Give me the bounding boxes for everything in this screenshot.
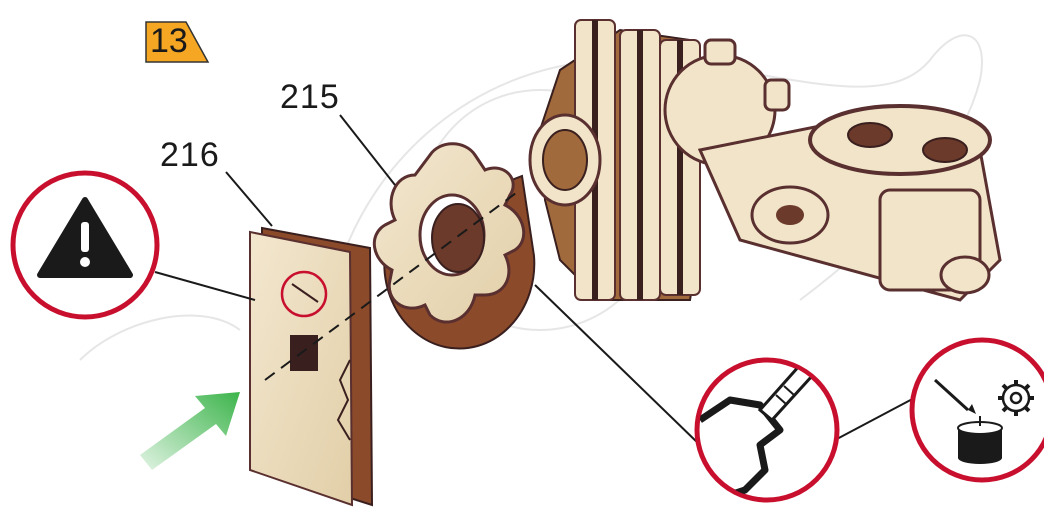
- step-number: 13: [150, 20, 190, 62]
- part-label-216: 216: [160, 136, 220, 175]
- insert-direction-arrow: [140, 392, 240, 470]
- lubricate-callout: [912, 340, 1044, 480]
- candle-wax-icon: [958, 416, 1002, 464]
- part-216-plate: [250, 228, 372, 505]
- part-215-gear: [374, 144, 534, 349]
- warning-callout: [13, 173, 157, 317]
- part-label-215: 215: [280, 78, 340, 117]
- trim-tool-callout: [697, 352, 837, 500]
